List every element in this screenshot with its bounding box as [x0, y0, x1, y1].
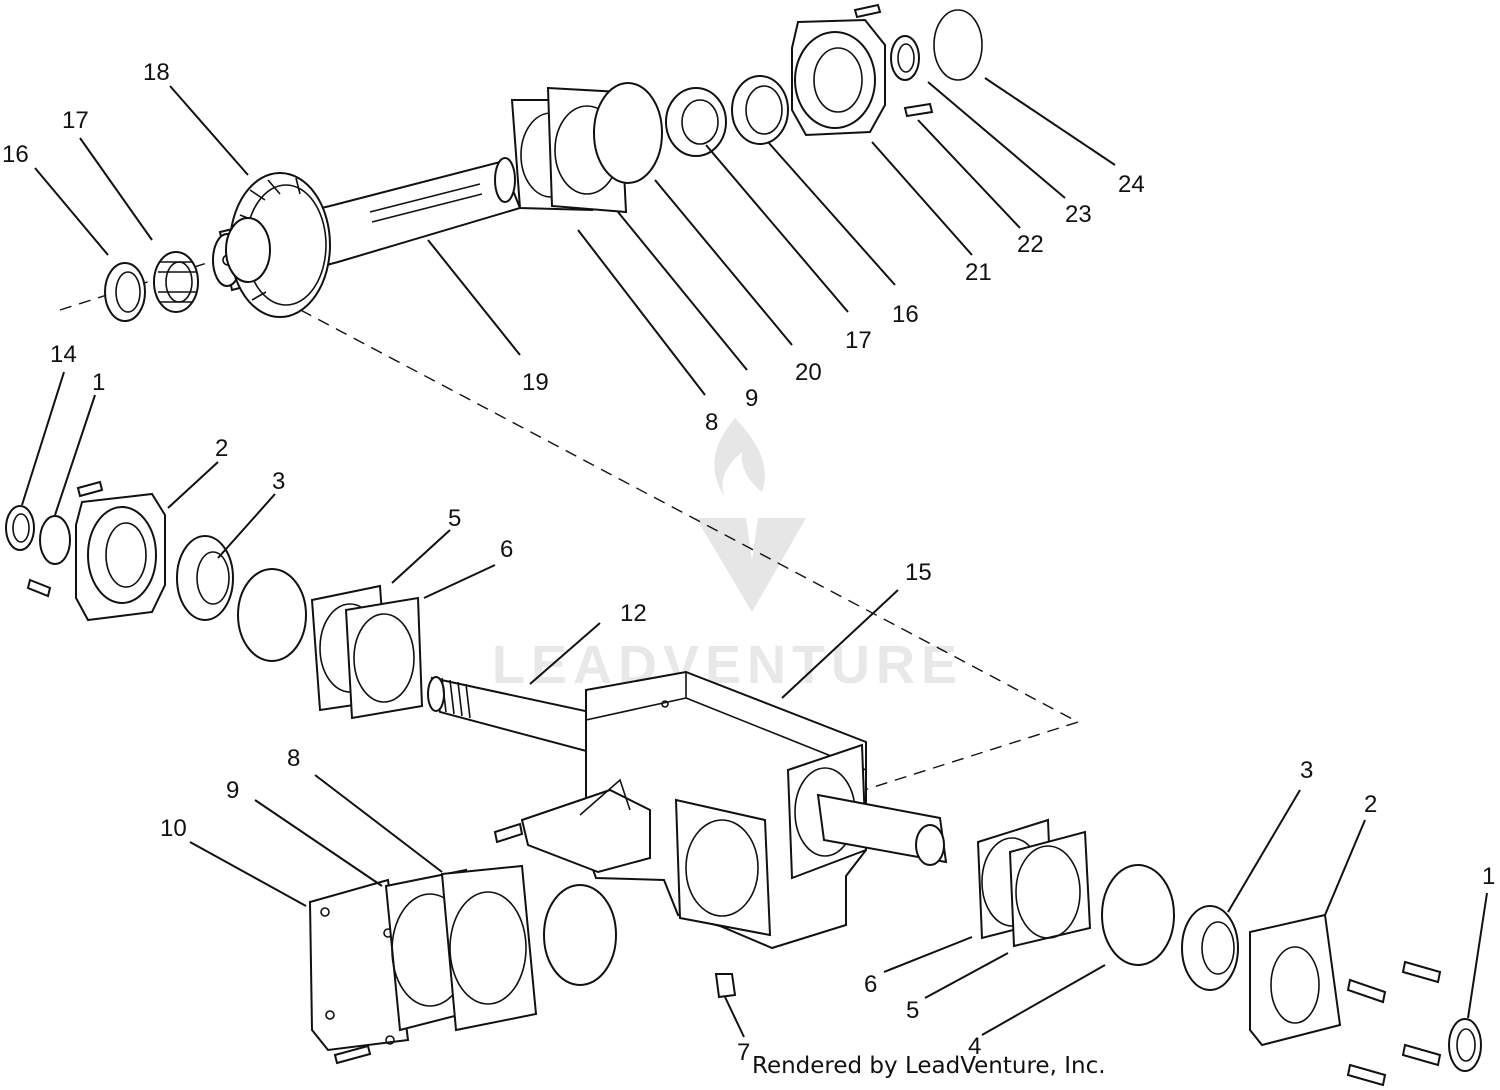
- bearing-cone-17-left: [153, 251, 199, 313]
- seal-1-left: [39, 515, 71, 565]
- ball-bearing-3-right: [1181, 905, 1239, 991]
- callout-5: 5: [906, 997, 919, 1024]
- plug-7: [714, 973, 737, 999]
- assembly-dashed-line: [59, 261, 1080, 793]
- watermark-text: LEADVENTURE: [492, 635, 963, 695]
- bearing-housing-2-left: [75, 492, 166, 622]
- callout-1: 1: [92, 369, 105, 396]
- callout-5: 5: [448, 505, 461, 532]
- seal-23: [890, 35, 920, 81]
- bolt-cover: [333, 1044, 372, 1065]
- callout-6: 6: [864, 971, 877, 998]
- callout-16: 16: [892, 301, 919, 328]
- leader-lines: [21, 77, 1488, 1038]
- helical-gear-18: [225, 172, 331, 318]
- seal-14: [5, 505, 35, 551]
- bearing-cone-17-right: [665, 87, 727, 157]
- callout-3: 3: [272, 468, 285, 495]
- callout-8: 8: [705, 409, 718, 436]
- callout-numbers: 18 17 16 19 8 9 20 17 16 21 22 23 24 14 …: [2, 59, 1495, 1066]
- seal-plate-4: [1101, 864, 1175, 966]
- callout-17: 17: [62, 107, 89, 134]
- gasket-5-right: [1008, 830, 1092, 948]
- callout-15: 15: [905, 559, 932, 586]
- bearing-cup-16-left: [104, 262, 146, 322]
- bearing-cup-16-right: [731, 75, 789, 145]
- screw-22-top: [853, 3, 882, 19]
- callout-1: 1: [1482, 863, 1495, 890]
- snap-ring-24: [933, 9, 983, 81]
- callout-8: 8: [287, 745, 300, 772]
- callout-2: 2: [215, 435, 228, 462]
- callout-21: 21: [965, 259, 992, 286]
- bolts-right: [1346, 960, 1442, 1087]
- bearing-housing-21: [791, 18, 886, 137]
- seal-1-right: [1448, 1018, 1482, 1072]
- callout-18: 18: [143, 59, 170, 86]
- callout-19: 19: [522, 369, 549, 396]
- gasket-8-bottom: [440, 864, 538, 1032]
- callout-9: 9: [226, 777, 239, 804]
- screw-left-top: [76, 480, 104, 498]
- mounting-foot: [520, 778, 651, 874]
- rendered-by-footer: Rendered by LeadVenture, Inc.: [752, 1053, 1106, 1079]
- gasket-6-left: [344, 596, 424, 720]
- screw-22: [903, 102, 934, 118]
- callout-14: 14: [50, 341, 77, 368]
- screw-left-bottom: [26, 578, 52, 598]
- callout-3: 3: [1300, 757, 1313, 784]
- seal-plate-left: [237, 568, 307, 662]
- ball-bearing-3-left: [176, 535, 234, 621]
- callout-24: 24: [1118, 171, 1145, 198]
- input-shaft-12: [427, 676, 591, 754]
- gearbox-housing-15: [585, 670, 868, 950]
- callout-16: 16: [2, 141, 29, 168]
- callout-12: 12: [620, 600, 647, 627]
- callout-10: 10: [160, 815, 187, 842]
- callout-2: 2: [1364, 791, 1377, 818]
- leadventure-watermark-logo: LEADVENTURE: [492, 418, 963, 695]
- callout-17: 17: [845, 327, 872, 354]
- callout-6: 6: [500, 536, 513, 563]
- seal-plate-20: [593, 82, 663, 184]
- callout-9: 9: [745, 385, 758, 412]
- bolt-foot: [493, 822, 524, 844]
- callout-7: 7: [737, 1039, 750, 1066]
- output-shaft-end: [816, 793, 948, 866]
- callout-22: 22: [1017, 231, 1044, 258]
- callout-20: 20: [795, 359, 822, 386]
- callout-23: 23: [1065, 201, 1092, 228]
- callout-4: 4: [968, 1033, 981, 1060]
- seal-plate-bottom: [543, 884, 617, 986]
- bearing-housing-2-right: [1249, 913, 1342, 1047]
